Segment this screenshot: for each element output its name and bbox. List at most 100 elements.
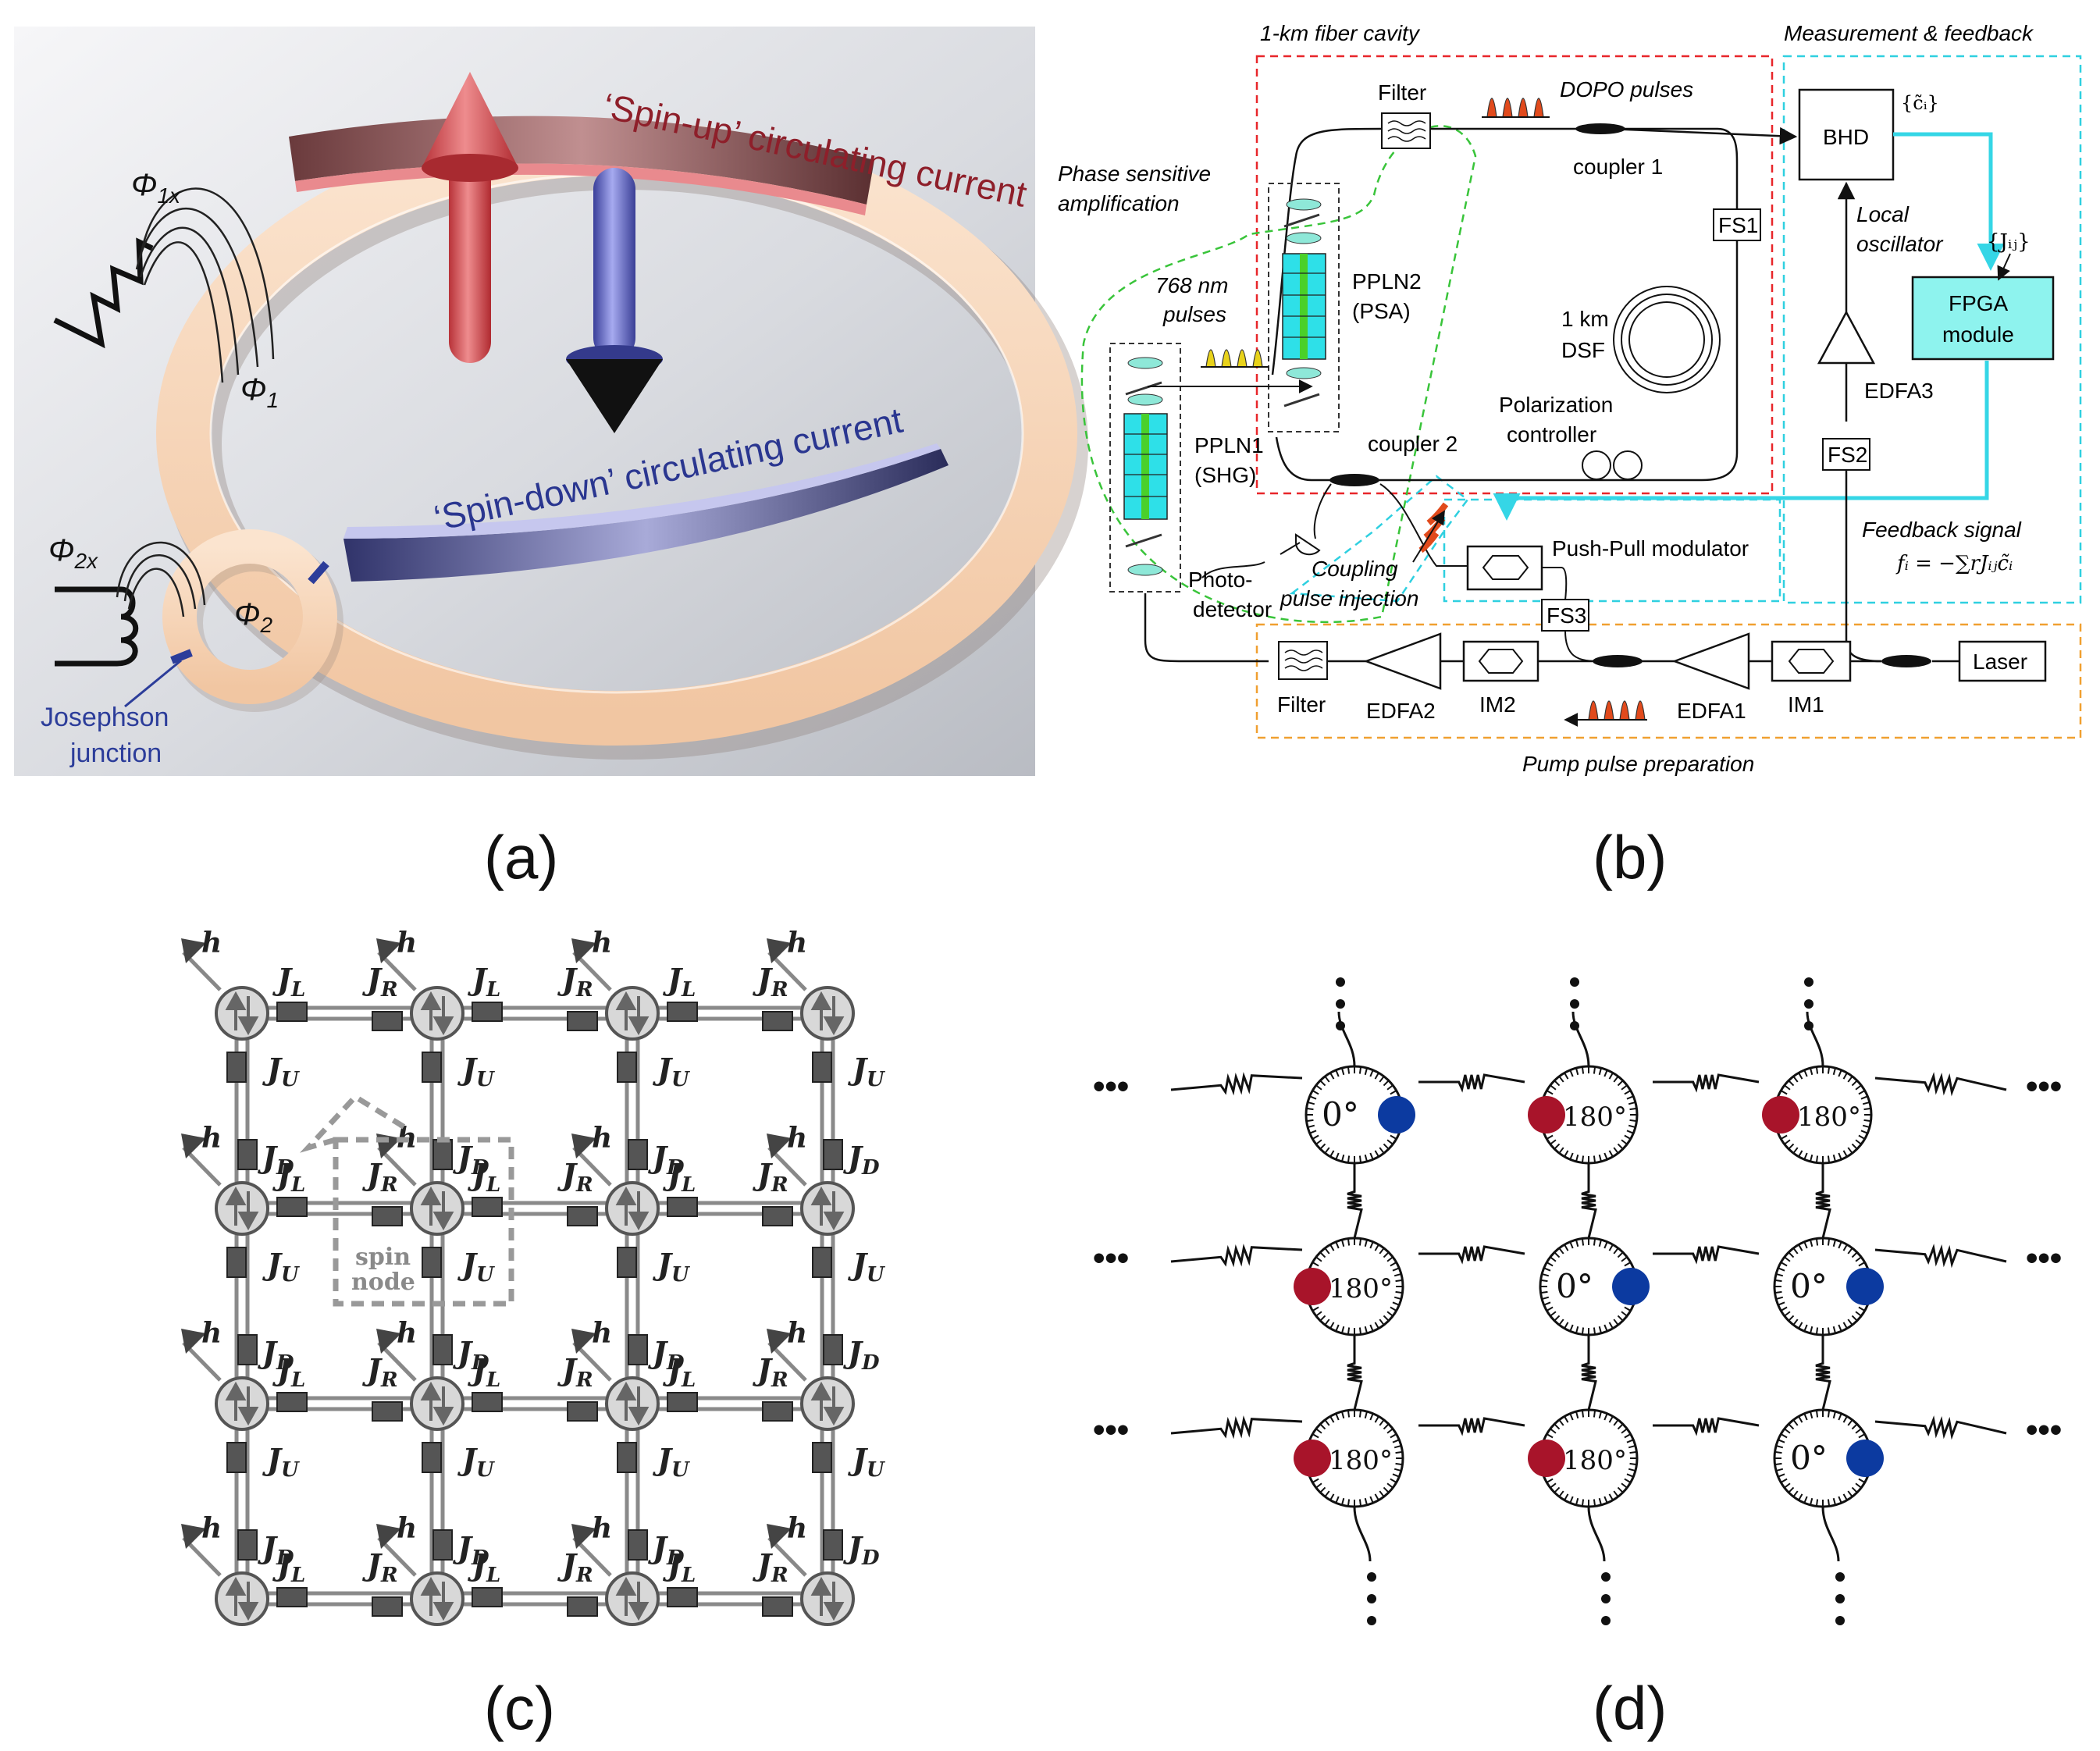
dial-tick [1329,1072,1335,1080]
dial-tick [1569,1241,1574,1249]
dial-tick [1335,1496,1340,1504]
dial-tick [1383,1315,1390,1322]
field-h-label: h [787,1317,807,1350]
field-h-label: h [397,927,417,959]
dial-tick [1347,1238,1351,1246]
panel-label-a: (a) [484,823,558,892]
panel-label-c: (c) [484,1674,555,1742]
coupling-label-line1: Coupling [1312,557,1398,581]
dial-tick [1608,1244,1614,1251]
dial-tick [1340,1497,1345,1506]
spin-node [800,986,855,1041]
dial-tick [1780,1090,1788,1095]
ellipsis-dot [1570,999,1579,1009]
dial-tick [1803,1413,1808,1421]
dial-tick [1312,1262,1319,1267]
dial-tick [1541,1296,1550,1301]
coupling-label: JD [258,1530,294,1570]
coupler-ju [226,1247,247,1278]
coupler-jl [667,1197,698,1217]
spring-coupler [1815,1163,1831,1239]
dial-tick [1809,1154,1813,1162]
field-arrow-icon [181,1329,206,1354]
dial-tick [1784,1482,1791,1489]
panel-label-b: (b) [1593,823,1667,892]
spring-coupler [1170,1415,1303,1440]
coupler-jd [628,1529,648,1561]
ellipsis-dot [1570,1021,1579,1030]
dial-tick [1335,1241,1340,1249]
ellipsis-dot [1601,1594,1611,1603]
im1-label: IM1 [1788,692,1824,717]
coupling-label: JD [258,1335,294,1375]
coupler-ju [422,1442,442,1473]
dial-tick [1569,1413,1574,1421]
field-arrow-icon [181,938,206,963]
dial-tick [1858,1478,1866,1483]
phase-label: 180° [1797,1101,1861,1133]
dial-tick [1778,1473,1785,1478]
dial-tick [1347,1327,1351,1335]
dial-tick [1390,1090,1397,1095]
dial-tick [1842,1322,1848,1329]
dial-tick [1395,1450,1403,1454]
dial-tick [1626,1095,1634,1100]
fpga-box [1911,276,2055,361]
coupling-label: JD [843,1530,880,1570]
dial-tick [1598,1411,1603,1419]
flux-coil-2-icon [55,586,139,667]
phase-0-dot [1378,1096,1415,1134]
coupler-jd [432,1334,453,1365]
dial-tick [1319,1251,1326,1258]
phase-label: 0° [1790,1439,1828,1477]
coupler-ju [617,1442,637,1473]
coupler-jl [472,1587,503,1607]
spin-down-arrow-icon [823,1386,845,1426]
coupler-ju [422,1247,442,1278]
dial-tick [1550,1084,1557,1091]
spin-node [215,1181,269,1236]
phase-180-dot [1294,1268,1331,1305]
josephson-label-line1: Josephson [41,703,169,732]
spin-down-arrow-icon [432,996,454,1036]
dial-tick [1393,1272,1402,1277]
dial-tick [1558,1147,1564,1154]
dial-tick [1379,1147,1385,1154]
dial-tick [1603,1069,1608,1077]
dial-tick [1780,1433,1788,1439]
dial-tick [1621,1139,1628,1145]
ellipsis-dot [1804,977,1813,987]
coupler-2-label: coupler 2 [1368,432,1458,456]
spin-down-arrow-icon [432,1386,454,1426]
photodetector-icon [1295,533,1321,556]
dial-tick [1598,1497,1603,1506]
dial-tick [1543,1267,1551,1272]
dial-tick [1550,1428,1557,1434]
field-arrow-icon [571,1134,596,1158]
dial-tick [1335,1324,1340,1332]
dial-tick [1569,1152,1574,1160]
dial-tick [1792,1247,1799,1255]
measurement-label: Measurement & feedback [1784,21,2034,45]
local-oscillator-line2: oscillator [1856,232,1944,256]
spin-up-arrow-icon [225,1381,247,1421]
dial-tick [1832,1154,1837,1162]
phi-2x-label: Φ2x [48,533,98,573]
coupling-label: JD [843,1140,880,1180]
dial-tick [1392,1301,1400,1306]
field-h-label: h [592,1317,612,1350]
dial-tick [1838,1152,1842,1160]
dial-tick [1809,1067,1813,1076]
coupler-jl [276,1197,308,1217]
field-h-label: h [397,1512,417,1545]
dial-tick [1842,1150,1848,1158]
spin-node [800,1376,855,1431]
dial-tick [1315,1311,1322,1317]
dial-tick [1386,1482,1393,1489]
dial-tick [1315,1482,1322,1489]
dial-tick [1629,1462,1637,1466]
spin-node [800,1571,855,1626]
phase-label: 0° [1556,1267,1593,1305]
ellipsis-dot [1367,1594,1376,1603]
phase-label-line2: amplification [1058,191,1180,215]
